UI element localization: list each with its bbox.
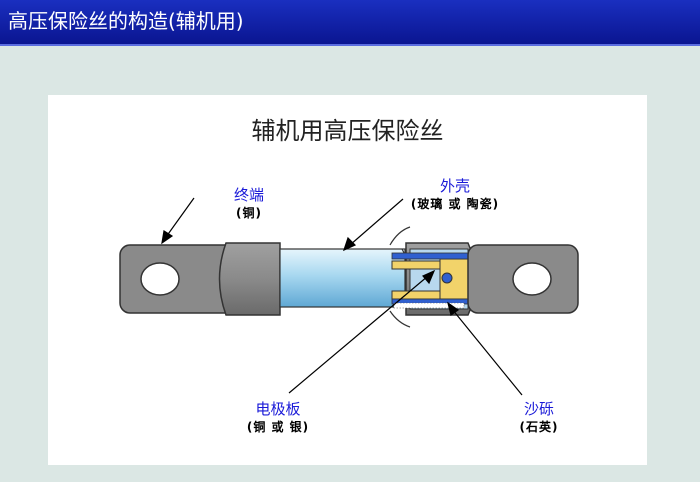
electrode-name: 电极板 [255,400,301,418]
sand-label: 沙砾 (石英) [504,400,574,435]
shell-arrow-line [349,198,404,246]
terminal-label: 终端 (铜) [214,186,284,221]
rivet [441,272,453,284]
quartz-sand-band [393,302,465,309]
terminal-arrow-head [161,230,174,245]
terminal-name: 终端 [233,186,264,204]
contact-strip-top [391,252,469,260]
fuse-diagram [119,197,579,396]
terminal-arrow-line [165,197,195,238]
header-bar: 高压保险丝的构造(辅机用) [0,0,700,46]
electrode-arrow-head [422,269,436,285]
electrode-label: 电极板 (铜 或 银) [228,400,328,435]
shell-name: 外壳 [439,177,470,195]
page-title: 高压保险丝的构造(辅机用) [8,9,244,33]
electrode-note: (铜 或 银) [246,420,310,434]
glass-tube [279,248,406,308]
shell-label: 外壳 (玻璃 或 陶瓷) [390,177,520,212]
shell-note: (玻璃 或 陶瓷) [410,197,500,211]
diagram-title: 辅机用高压保险丝 [251,117,444,145]
sand-note: (石英) [519,420,559,434]
diagram-panel: 辅机用高压保险丝 [48,95,647,465]
sand-arrow-line [451,308,523,396]
electrode-arrow-line [288,275,429,394]
terminal-note: (铜) [236,206,262,220]
left-end-cap [218,242,281,316]
shell-arrow-head [342,236,357,252]
sand-name: 沙砾 [523,400,554,418]
cutaway-arc-top [389,226,411,246]
right-terminal-hole [512,262,552,296]
left-terminal-hole [140,262,180,296]
cutaway-arc-bottom [389,310,411,328]
sand-arrow-head [447,301,460,317]
